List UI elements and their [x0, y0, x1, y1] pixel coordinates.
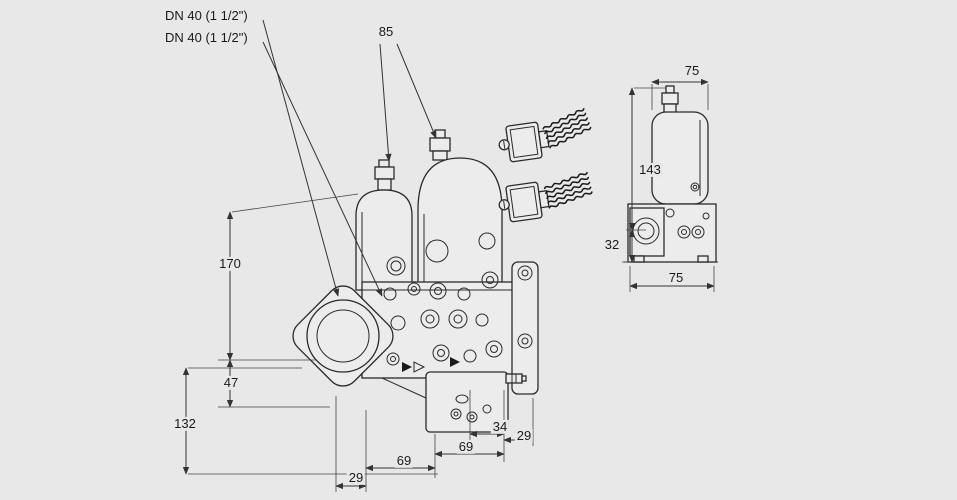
dim-32-label: 32: [602, 236, 622, 253]
left-flange-port: [292, 285, 394, 387]
left-actuator: [355, 159, 413, 291]
bottom-block: [425, 371, 509, 433]
right-actuator: [417, 129, 503, 301]
wire-bundle-bottom: [543, 171, 593, 209]
dn-label-bottom: DN 40 (1 1/2"): [165, 30, 248, 45]
dn-label-top: DN 40 (1 1/2"): [165, 8, 248, 23]
flow-arrow: [402, 357, 460, 373]
right-flange-plate: [511, 261, 539, 395]
dim-69-upper-label: 69: [456, 438, 476, 455]
wire-bundle-top: [542, 108, 592, 149]
dim-132-label: 132: [172, 415, 198, 432]
dim-75-bottom-label: 75: [666, 269, 686, 286]
dim-85-right: [396, 43, 437, 139]
dim-75-top-label: 75: [682, 62, 702, 79]
main-valve: [292, 129, 539, 433]
dim-170-label: 170: [217, 255, 243, 272]
dim-29-bottom-label: 29: [346, 469, 366, 486]
side-valve: [624, 85, 718, 263]
dim-85-left: [379, 43, 392, 162]
dim-47-label: 47: [221, 374, 241, 391]
solenoid-plug-top: [498, 121, 550, 163]
pressure-tap-nipple: [505, 373, 527, 384]
dim-69-lower-label: 69: [394, 452, 414, 469]
solenoid-plug-bottom: [498, 181, 550, 223]
dim-29-right-label: 29: [514, 427, 534, 444]
dim-143-label: 143: [637, 161, 663, 178]
body-bolt-circles: [383, 265, 533, 366]
dim-85-label: 85: [376, 23, 396, 40]
valve-body: [361, 261, 539, 399]
dn-leader-2: [262, 41, 383, 297]
dn-leader-1: [262, 19, 340, 297]
dim-34-label: 34: [490, 418, 510, 435]
